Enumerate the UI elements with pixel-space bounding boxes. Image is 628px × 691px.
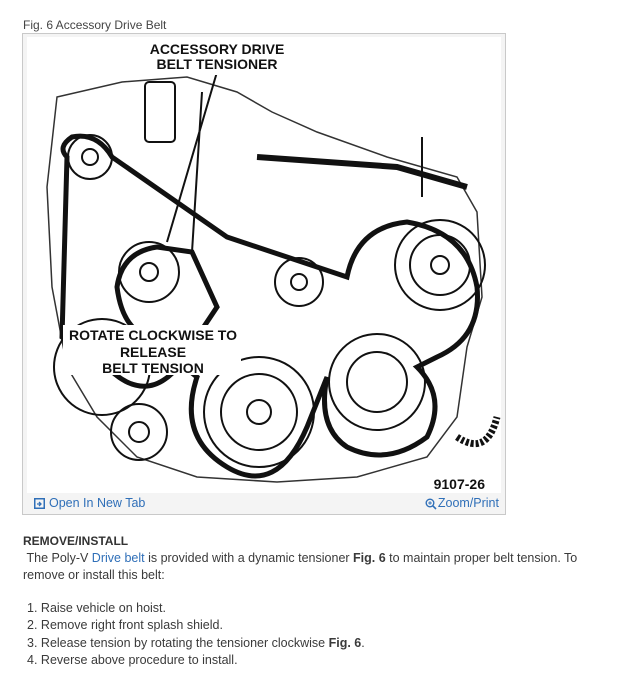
zoom-icon (425, 498, 437, 510)
step-text: Remove right front splash shield. (40, 618, 223, 633)
open-tab-icon (34, 498, 45, 510)
step-text-end: . (361, 635, 365, 650)
figure-caption: Fig. 6 Accessory Drive Belt (23, 18, 167, 32)
list-item: 3. Release tension by rotating the tensi… (27, 635, 365, 652)
step-text: Reverse above procedure to install. (40, 652, 238, 667)
section-title: REMOVE/INSTALL (23, 534, 129, 548)
rotate-label-1: ROTATE CLOCKWISE TO (69, 327, 237, 343)
list-item: 1. Raise vehicle on hoist. (27, 600, 365, 617)
step-number: 1. (27, 601, 38, 615)
para-part1: The Poly-V (26, 551, 92, 565)
step-fig-ref: Fig. 6 (328, 635, 362, 650)
para-part2: is provided with a dynamic tensioner (144, 551, 354, 565)
accessory-drive-belt-diagram[interactable]: ACCESSORY DRIVE BELT TENSIONER ROTATE CL… (27, 37, 501, 493)
step-number: 4. (27, 652, 38, 667)
rotate-label-2: RELEASE (120, 344, 186, 360)
step-text: Release tension by rotating the tensione… (40, 635, 329, 650)
rotate-label-3: BELT TENSION (102, 360, 204, 376)
para-fig-ref: Fig. 6 (353, 551, 386, 565)
list-item: 4. Reverse above procedure to install. (27, 652, 365, 669)
zoom-label: Zoom/Print (437, 496, 499, 510)
figure-frame: ACCESSORY DRIVE BELT TENSIONER ROTATE CL… (22, 33, 506, 515)
para-part3: to maintain proper belt tension. To remo… (23, 551, 578, 582)
open-in-new-tab-link[interactable]: Open In New Tab (34, 496, 145, 510)
step-number: 2. (27, 618, 38, 633)
steps-list: 1. Raise vehicle on hoist. 2. Remove rig… (27, 600, 365, 669)
tensioner-label-1: ACCESSORY DRIVE (150, 41, 285, 57)
drive-belt-link[interactable]: Drive belt (91, 551, 145, 565)
tensioner-label-2: BELT TENSIONER (156, 56, 277, 72)
intro-paragraph: The Poly-V Drive belt is provided with a… (23, 550, 613, 584)
figure-footer: Open In New Tab Zoom/Print (23, 492, 505, 514)
zoom-print-link[interactable]: Zoom/Print (425, 496, 499, 510)
open-tab-label: Open In New Tab (49, 496, 146, 510)
diagram-drawing: ACCESSORY DRIVE BELT TENSIONER ROTATE CL… (46, 41, 501, 492)
step-number: 3. (27, 635, 38, 650)
figure-number: 9107-26 (434, 476, 486, 492)
list-item: 2. Remove right front splash shield. (27, 617, 365, 634)
step-text: Raise vehicle on hoist. (40, 601, 166, 615)
